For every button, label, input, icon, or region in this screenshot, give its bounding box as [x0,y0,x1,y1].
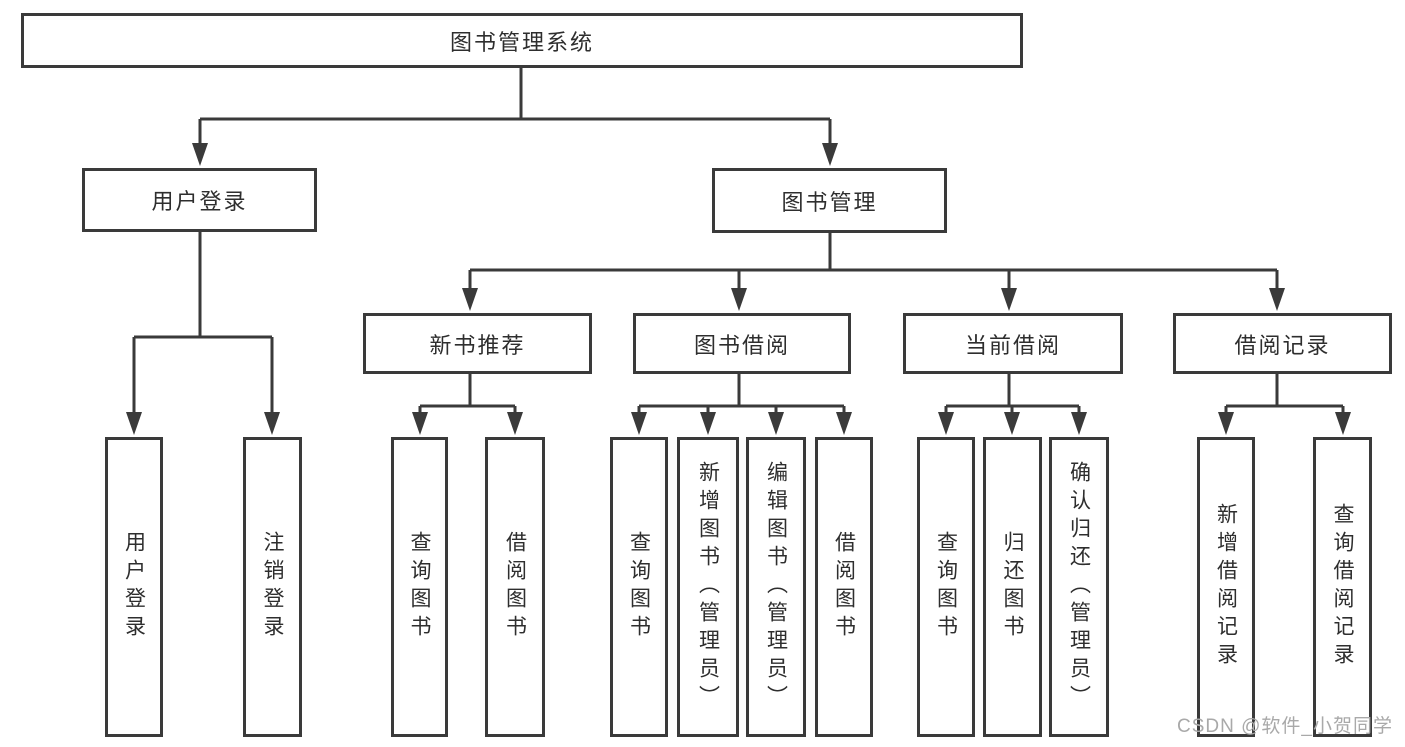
node-root-system: 图书管理系统 [21,13,1023,68]
leaf-edit-book-admin: 编辑图书（管理员） [746,437,806,737]
node-book-borrow: 图书借阅 [633,313,851,374]
node-user-login: 用户登录 [82,168,317,232]
leaf-borrow-books-recommend: 借阅图书 [485,437,545,737]
leaf-add-borrow-record: 新增借阅记录 [1197,437,1255,737]
leaf-user-login: 用户登录 [105,437,163,737]
leaf-borrow-books: 借阅图书 [815,437,873,737]
node-book-management: 图书管理 [712,168,947,233]
node-current-borrow: 当前借阅 [903,313,1123,374]
leaf-query-books-borrow: 查询图书 [610,437,668,737]
arrow-down-icons [126,143,1351,435]
watermark-text: CSDN @软件_小贺同学 [1177,716,1393,737]
leaf-return-book: 归还图书 [983,437,1042,737]
leaf-query-books-recommend: 查询图书 [391,437,448,737]
node-borrow-records: 借阅记录 [1173,313,1392,374]
leaf-logout: 注销登录 [243,437,302,737]
leaf-query-borrow-record: 查询借阅记录 [1313,437,1372,737]
node-new-book-recommend: 新书推荐 [363,313,592,374]
leaf-query-books-current: 查询图书 [917,437,975,737]
leaf-add-book-admin: 新增图书（管理员） [677,437,739,737]
leaf-confirm-return-admin: 确认归还（管理员） [1049,437,1109,737]
